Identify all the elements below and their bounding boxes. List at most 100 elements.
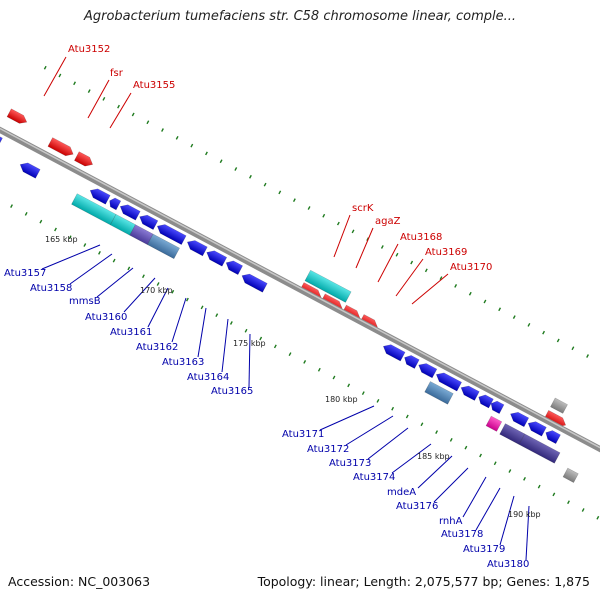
gene-feature	[485, 415, 503, 432]
gene-feature	[74, 151, 93, 167]
tick-mark	[215, 313, 219, 318]
tick-mark	[596, 515, 600, 520]
gene-label-atu3176[interactable]: Atu3176	[396, 501, 438, 512]
gene-label-atu3161[interactable]: Atu3161	[110, 327, 152, 338]
gene-feature	[478, 394, 494, 409]
kbp-label: 185 kbp	[417, 452, 450, 461]
tick-mark	[581, 508, 585, 512]
gene-label-atu3163[interactable]: Atu3163	[162, 357, 204, 368]
gene-label-atu3173[interactable]: Atu3173	[329, 458, 371, 469]
tick-mark	[395, 252, 399, 257]
gene-label-atu3171[interactable]: Atu3171	[282, 429, 324, 440]
tick-mark	[58, 73, 62, 78]
tick-mark	[112, 258, 116, 263]
gene-feature	[418, 363, 438, 379]
tick-mark	[131, 112, 135, 117]
gene-label-atu3158[interactable]: Atu3158	[30, 283, 72, 294]
gene-label-atu3168[interactable]: Atu3168	[400, 232, 442, 243]
tick-mark	[244, 328, 248, 333]
tick-mark	[435, 430, 439, 434]
gene-feature	[562, 467, 579, 483]
gene-label-fsr[interactable]: fsr	[110, 68, 124, 79]
tick-mark	[571, 346, 575, 351]
tick-mark	[586, 354, 589, 358]
gene-label-atu3174[interactable]: Atu3174	[353, 472, 395, 483]
leader-line	[499, 495, 515, 546]
tick-mark	[361, 391, 365, 395]
tick-mark	[278, 190, 282, 195]
tick-mark	[43, 65, 47, 70]
gene-label-mmsb[interactable]: mmsB	[69, 296, 101, 307]
gene-label-atu3162[interactable]: Atu3162	[136, 342, 178, 353]
gene-label-atu3157[interactable]: Atu3157	[4, 268, 46, 279]
tick-mark	[567, 500, 570, 505]
gene-label-atu3172[interactable]: Atu3172	[307, 444, 349, 455]
gene-label-agaz[interactable]: agaZ	[375, 216, 401, 227]
tick-mark	[498, 307, 502, 312]
tick-mark	[512, 315, 516, 319]
tick-mark	[39, 219, 43, 224]
tick-mark	[347, 383, 351, 388]
tick-mark	[464, 445, 468, 450]
gene-label-scrk[interactable]: scrK	[352, 203, 374, 214]
tick-mark	[552, 492, 556, 497]
leader-line	[391, 443, 432, 474]
tick-mark	[303, 360, 307, 364]
gene-feature	[89, 188, 111, 205]
gene-feature	[206, 250, 228, 267]
gene-label-mdea[interactable]: mdeA	[387, 487, 416, 498]
kbp-label: 165 kbp	[45, 235, 78, 244]
gene-label-atu3169[interactable]: Atu3169	[425, 247, 467, 258]
gene-feature	[510, 412, 530, 428]
gene-feature	[460, 385, 480, 401]
tick-mark	[102, 96, 106, 101]
tick-mark	[171, 289, 175, 294]
gene-label-rnha[interactable]: rnhA	[439, 516, 463, 527]
tick-mark	[156, 282, 160, 286]
gene-label-atu3164[interactable]: Atu3164	[187, 372, 229, 383]
gene-feature	[156, 224, 187, 245]
map-title: Agrobacterium tumefaciens str. C58 chrom…	[83, 9, 517, 24]
gene-feature	[241, 273, 268, 293]
leader-lines	[41, 56, 530, 561]
tick-mark	[24, 211, 28, 216]
tick-mark	[424, 268, 428, 273]
gene-label-atu3152[interactable]: Atu3152	[68, 44, 110, 55]
tick-mark	[127, 266, 131, 271]
kbp-label: 190 kbp	[508, 510, 541, 519]
tick-mark	[292, 198, 296, 203]
leader-line	[221, 318, 229, 373]
leader-line	[147, 287, 169, 328]
gene-feature	[225, 260, 243, 275]
gene-label-atu3170[interactable]: Atu3170	[450, 262, 492, 273]
tick-mark	[68, 235, 72, 240]
leader-line	[319, 405, 375, 431]
leader-line	[395, 258, 424, 297]
tick-mark	[537, 484, 541, 489]
gene-feature	[424, 381, 454, 405]
kbp-label: 180 kbp	[325, 395, 358, 404]
tick-mark	[288, 352, 292, 357]
leader-line	[96, 267, 134, 298]
leader-line	[411, 273, 449, 305]
gene-label-atu3180[interactable]: Atu3180	[487, 559, 529, 570]
tick-mark	[10, 204, 13, 208]
gene-label-atu3155[interactable]: Atu3155	[133, 80, 175, 91]
gene-feature	[47, 137, 74, 157]
topology-summary: Topology: linear; Length: 2,075,577 bp; …	[257, 574, 590, 589]
leader-line	[367, 427, 409, 460]
leader-line	[41, 244, 101, 270]
gene-feature	[404, 355, 420, 369]
gene-feature	[71, 193, 117, 226]
tick-mark	[200, 305, 204, 310]
gene-feature	[119, 204, 141, 221]
leader-line	[475, 487, 501, 531]
gene-label-atu3179[interactable]: Atu3179	[463, 544, 505, 555]
gene-label-atu3178[interactable]: Atu3178	[441, 529, 483, 540]
leader-line	[248, 333, 251, 388]
gene-label-atu3160[interactable]: Atu3160	[85, 312, 127, 323]
tick-mark	[468, 291, 472, 296]
tick-mark	[307, 206, 311, 210]
gene-label-atu3165[interactable]: Atu3165	[211, 386, 253, 397]
tick-mark	[391, 406, 395, 411]
